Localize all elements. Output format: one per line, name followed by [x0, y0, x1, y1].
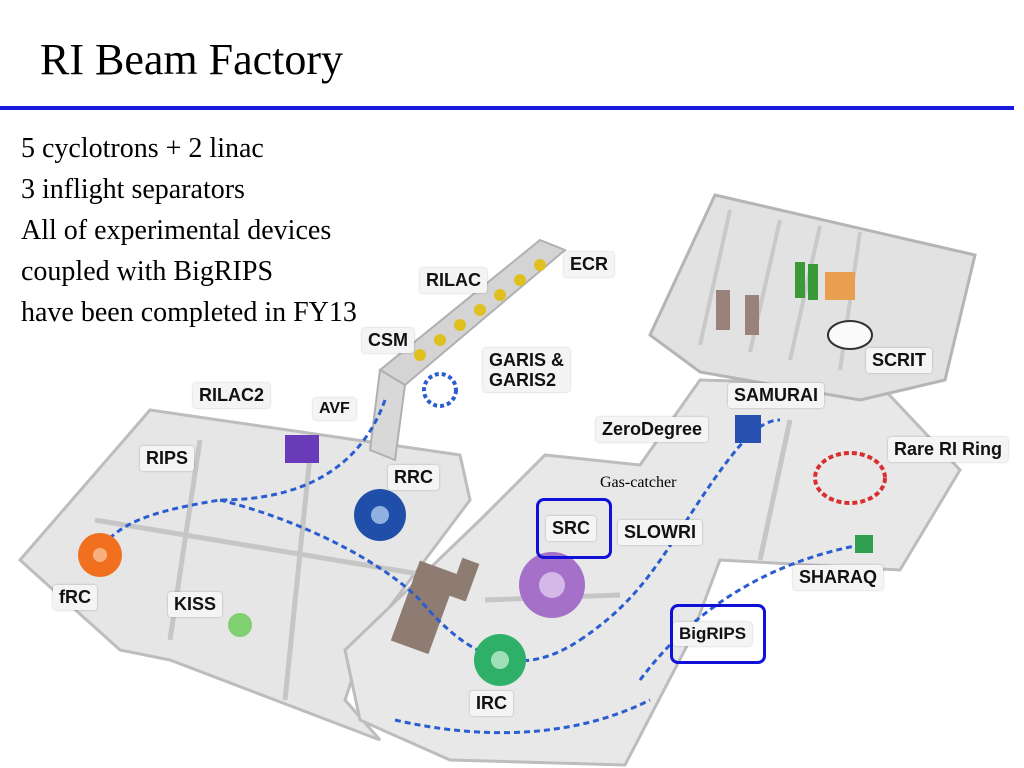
bullet-line: 5 cyclotrons + 2 linac [21, 133, 264, 164]
bullet-line: coupled with BigRIPS [21, 256, 274, 287]
label-slowri: SLOWRI [618, 520, 702, 545]
bullet-list: 5 cyclotrons + 2 linac 3 inflight separa… [21, 128, 357, 333]
rare-ri-ring [813, 451, 887, 505]
bullet-line: 3 inflight separators [21, 174, 245, 205]
label-avf: AVF [313, 398, 356, 420]
rrc-cyclotron [354, 489, 406, 541]
label-garis: GARIS & GARIS2 [483, 348, 571, 392]
label-rips: RIPS [140, 446, 195, 471]
irc-cyclotron [474, 634, 526, 686]
facility-illustration [17, 193, 977, 767]
label-rilac2: RILAC2 [193, 383, 271, 408]
label-irc: IRC [470, 691, 513, 716]
label-rrc: RRC [388, 465, 439, 490]
page-title: RI Beam Factory [40, 35, 344, 84]
label-scrit: SCRIT [866, 348, 932, 373]
label-src: SRC [546, 516, 597, 541]
label-rilac: RILAC [420, 268, 487, 293]
title-underline [0, 106, 1014, 110]
label-samurai: SAMURAI [728, 383, 824, 408]
label-bigrips: BigRIPS [673, 622, 753, 646]
src-cyclotron [519, 552, 585, 618]
label-rare-ri-ring: Rare RI Ring [888, 437, 1009, 462]
avf-cyclotron [285, 435, 319, 463]
samurai-magnet [735, 415, 761, 443]
label-ecr: ECR [564, 252, 615, 277]
label-frc: fRC [53, 585, 97, 610]
bigrips-highlight-box [670, 604, 766, 664]
frc-cyclotron [78, 533, 122, 577]
label-sharaq: SHARAQ [793, 565, 884, 590]
label-gas-catcher: Gas-catcher [600, 474, 677, 491]
bullet-line: have been completed in FY13 [21, 297, 357, 328]
label-kiss: KISS [168, 592, 223, 617]
kiss-device [228, 613, 252, 637]
label-zerodegree: ZeroDegree [596, 417, 709, 442]
src-highlight-box [536, 498, 612, 559]
bullet-line: All of experimental devices [21, 215, 332, 246]
label-csm: CSM [362, 328, 414, 353]
